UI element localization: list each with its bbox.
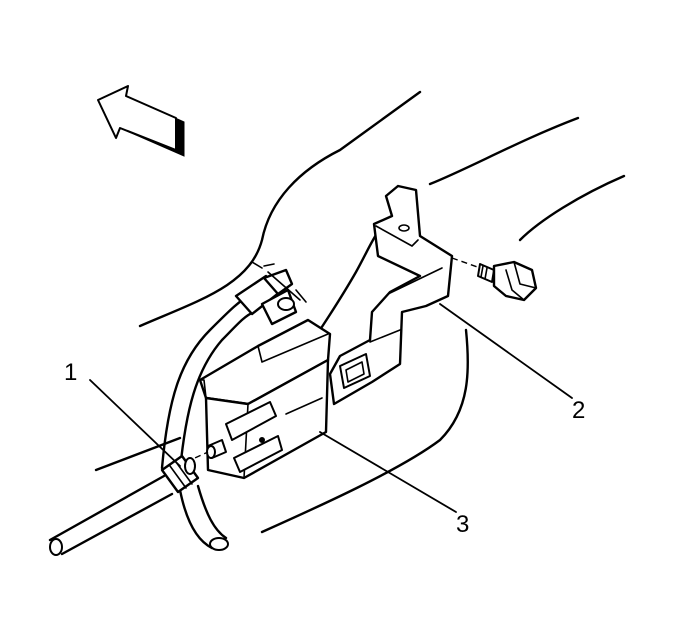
hose-loop [160, 292, 256, 551]
vacuum-hose [48, 454, 200, 556]
forward-arrow-icon [97, 85, 185, 157]
module-body [198, 318, 332, 480]
side-port [185, 439, 227, 463]
bolt [451, 257, 538, 302]
callout-1: 1 [64, 359, 77, 386]
callout-leaders [89, 303, 573, 513]
upper-hose-connector [234, 261, 307, 326]
callout-2: 2 [572, 397, 585, 424]
mounting-bracket [328, 184, 454, 406]
callout-3: 3 [456, 511, 469, 538]
